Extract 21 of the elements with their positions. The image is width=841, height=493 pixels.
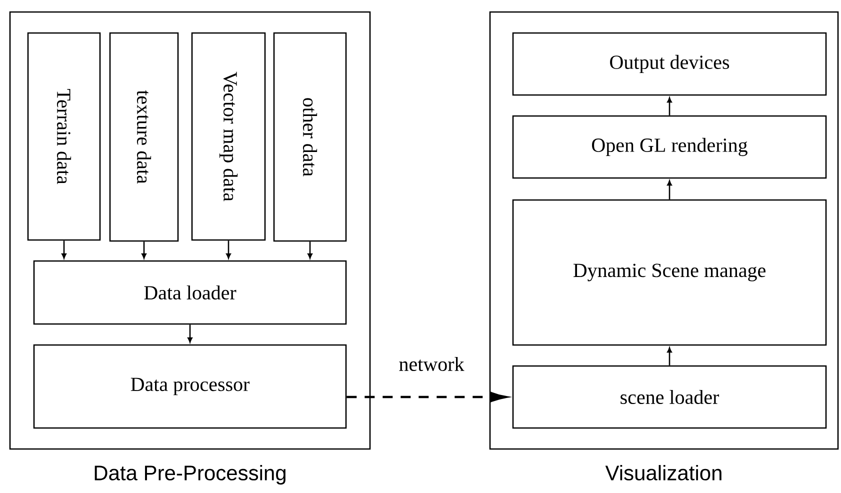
arrow [188, 324, 192, 343]
process-box: Open GL rendering [512, 115, 827, 179]
arrow [226, 240, 231, 259]
process-box: Dynamic Scene manage [512, 199, 827, 346]
arrow [62, 240, 66, 259]
data-box: Terrain data [27, 32, 101, 241]
process-box: Data processor [33, 344, 347, 429]
data-box: Vector map data [191, 32, 266, 241]
edge-label: network [398, 356, 466, 372]
arrow [667, 180, 672, 200]
process-box: Output devices [512, 32, 827, 96]
node-label: Data Pre-Processing [94, 464, 286, 485]
process-box: scene loader [512, 365, 827, 429]
node-label: Visualization [605, 464, 722, 480]
arrow [142, 242, 146, 259]
data-box: other data [273, 32, 347, 242]
arrow [667, 347, 672, 366]
data-box: texture data [109, 32, 179, 242]
arrow [308, 242, 312, 259]
process-box: Data loader [33, 260, 347, 325]
arrow [667, 97, 672, 116]
